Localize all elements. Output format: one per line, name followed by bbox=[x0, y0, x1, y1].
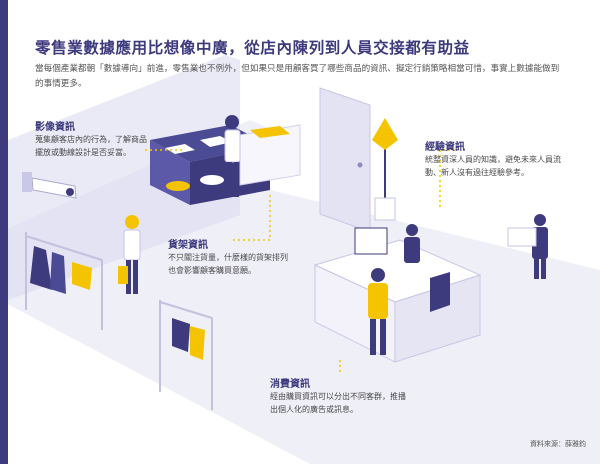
security-camera-icon bbox=[22, 172, 77, 199]
back-wall bbox=[8, 55, 240, 300]
experience-info-text: 統整資深人員的知識，避免未來人員流動、新人沒有過往經驗參考。 bbox=[425, 155, 561, 177]
staff-with-box bbox=[507, 214, 548, 279]
clothing-rack-right bbox=[159, 300, 213, 410]
plant-icon bbox=[372, 118, 398, 221]
experience-info-label: 經驗資訊 bbox=[425, 142, 465, 153]
shelf-info-text: 不只關注貨量，什麼樣的貨架排列也會影響顧客購買意願。 bbox=[168, 253, 288, 275]
purchase-info-label: 消費資訊 bbox=[270, 379, 310, 390]
clothing-rack-left bbox=[25, 232, 103, 330]
video-info-text: 蒐集顧客店內的行為，了解商品擺放或動線設計是否妥當。 bbox=[35, 135, 147, 157]
cashier-figure bbox=[404, 224, 420, 263]
intro-text: 當每個產業都朝「數據導向」前進，零售業也不例外，但如果只是用顧客買了哪些商品的資… bbox=[35, 64, 560, 89]
door bbox=[319, 87, 371, 233]
purchase-info-text: 經由購買資訊可以分出不同客群，推播出個人化的廣告或訊息。 bbox=[270, 392, 406, 414]
shelf-info-label: 貨架資訊 bbox=[168, 240, 208, 251]
page-title: 零售業數據應用比想像中廣，從店內陳列到人員交接都有助益 bbox=[35, 39, 470, 57]
door-handle bbox=[357, 162, 363, 168]
video-info-label: 影像資訊 bbox=[35, 122, 75, 133]
shopper-with-bag bbox=[118, 215, 141, 294]
source-note: 資料來源：薛雅鈞 bbox=[530, 440, 586, 448]
shopper-figure bbox=[224, 115, 241, 197]
back-shelf bbox=[239, 124, 301, 186]
customer-paying bbox=[368, 268, 388, 355]
left-accent-bar bbox=[0, 0, 8, 464]
callout-lines bbox=[145, 149, 455, 375]
